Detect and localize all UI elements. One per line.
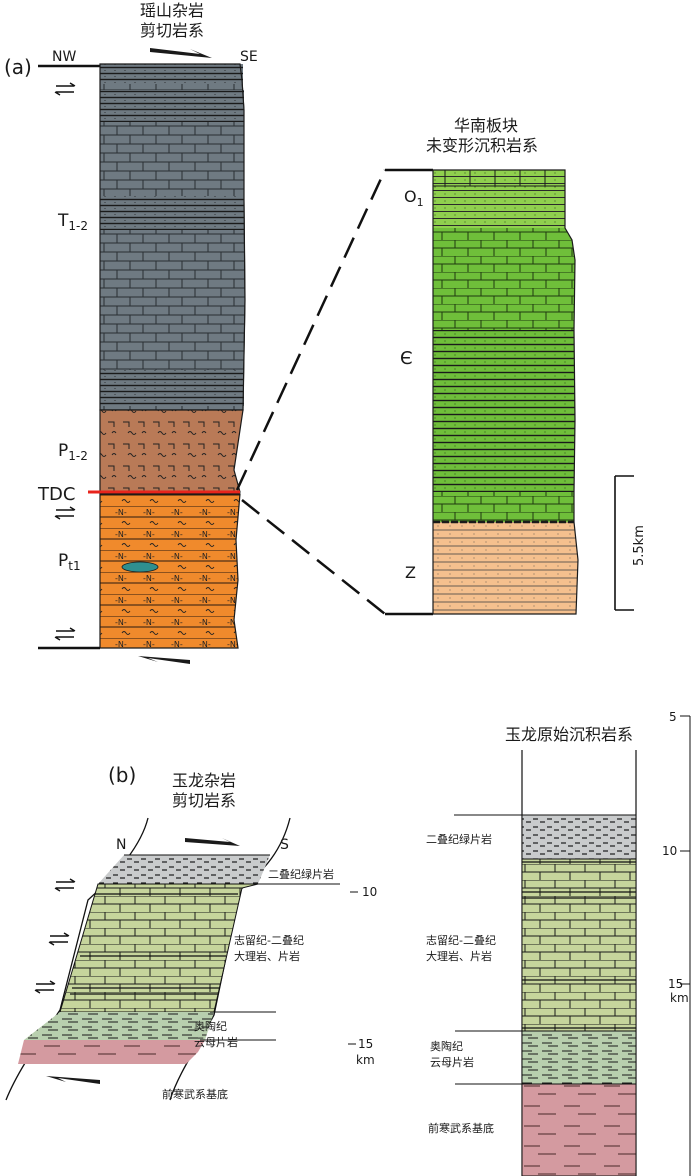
r-silurian-band (521, 858, 637, 1032)
r-depth-5: 5 (669, 710, 677, 724)
unit-z-label: Z (405, 563, 416, 582)
unit-o-label: O1 (404, 187, 424, 209)
right-depth-scale (680, 715, 691, 1176)
south-china-title-2: 未变形沉积岩系 (426, 136, 538, 155)
shear-sense-icon (54, 82, 76, 96)
r-depth-10: 10 (662, 844, 677, 858)
unit-t-label: T1-2 (57, 211, 88, 233)
basement-band (18, 1040, 205, 1064)
yaoshan-title-1: 瑶山杂岩 (140, 1, 204, 20)
silurian-permian-band (59, 883, 259, 1013)
r-marble-stripes (522, 861, 636, 1029)
nw-label: NW (52, 49, 76, 65)
r-label-basement: 前寒武系基底 (428, 1121, 494, 1135)
yulong-title-1: 玉龙杂岩 (172, 771, 236, 790)
scale-bar (614, 475, 634, 611)
yaoshan-title-2: 剪切岩系 (140, 21, 204, 40)
proterozoic-column (99, 493, 241, 649)
r-permian-band (521, 814, 637, 860)
r-ordovician-band (521, 1030, 637, 1085)
b-depth-15: 15 (358, 1037, 373, 1051)
yulong-original-title: 玉龙原始沉积岩系 (505, 725, 633, 744)
r-label-ordovician-1: 奥陶纪 (430, 1039, 463, 1053)
top-shear-arrow-icon (185, 838, 240, 846)
r-label-silurian-2: 大理岩、片岩 (426, 949, 492, 963)
b-label-permian: 二叠纪绿片岩 (268, 867, 334, 881)
b-label-ordovician-1: 奥陶纪 (194, 1019, 227, 1033)
correlation-lines (235, 168, 433, 616)
shear-sense-icon (54, 627, 76, 641)
n-label: N (116, 837, 126, 853)
r-label-permian: 二叠纪绿片岩 (426, 832, 492, 846)
b-label-silurian-1: 志留纪-二叠纪 (234, 934, 304, 947)
top-shear-arrow-icon (150, 48, 212, 58)
ordovician-band (24, 1012, 214, 1040)
b-depth-km: km (356, 1053, 375, 1067)
permian-greenschist-band (98, 855, 270, 884)
bottom-shear-arrow-icon (46, 1076, 100, 1084)
tdc-label: TDC (37, 484, 75, 505)
se-label: SE (240, 49, 258, 65)
south-china-title-1: 华南板块 (454, 116, 518, 135)
b-label-ordovician-2: 云母片岩 (194, 1035, 238, 1049)
triassic-column (99, 63, 246, 411)
r-depth-15: 15 (668, 977, 683, 991)
scale-label: 5.5km (632, 525, 647, 566)
b-depth-10: 10 (362, 885, 377, 899)
b-label-silurian-2: 大理岩、片岩 (234, 949, 300, 963)
undeformed-column (432, 169, 579, 615)
r-basement-band (521, 1083, 637, 1176)
s-label: S (280, 837, 289, 853)
r-label-silurian-1: 志留纪-二叠纪 (426, 934, 496, 947)
unit-p-label: P1-2 (58, 441, 88, 463)
r-label-ordovician-2: 云母片岩 (430, 1055, 474, 1069)
bottom-shear-arrow-icon (138, 656, 190, 664)
panel-b-label: (b) (108, 763, 136, 787)
marble-stripes (70, 893, 238, 995)
shear-sense-icon (34, 878, 76, 994)
permian-column (99, 409, 244, 493)
unit-pt-label: Pt1 (58, 551, 81, 573)
r-depth-km: km (670, 991, 689, 1005)
panel-a-label: (a) (4, 55, 32, 79)
yulong-title-2: 剪切岩系 (172, 791, 236, 810)
shear-sense-icon (54, 506, 76, 520)
unit-cambrian-label: Є (400, 348, 413, 369)
b-label-basement: 前寒武系基底 (162, 1087, 228, 1101)
